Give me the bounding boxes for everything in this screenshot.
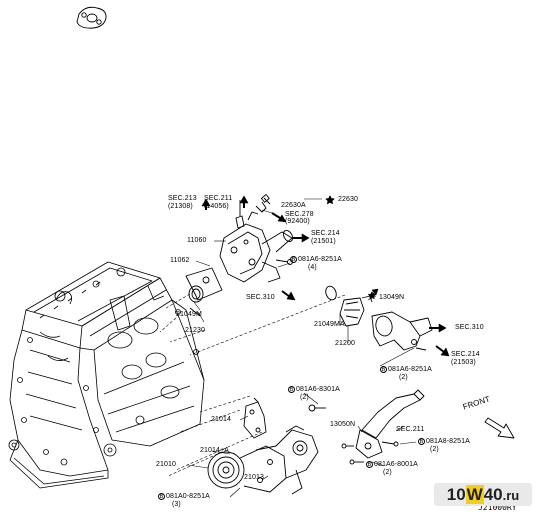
gasket-21014 xyxy=(243,397,267,439)
bolt-symbol-icon-6: B xyxy=(158,493,165,500)
label-bolt-2-number: 081A6-8251A xyxy=(388,366,432,373)
label-ref21308: (21308) xyxy=(168,203,193,210)
arrows xyxy=(201,195,450,357)
label-sec211-b: SEC.211 xyxy=(396,426,425,433)
label-bolt-4-number: 081A8-8251A xyxy=(426,438,470,445)
arrow-up-icon-2 xyxy=(239,195,249,204)
label-bolt-3-qty: (2) xyxy=(300,394,309,401)
star-icon xyxy=(325,195,335,205)
label-21014a: 21014+A xyxy=(200,447,229,454)
label-bolt-3-number: 081A6-8301A xyxy=(296,386,340,393)
watermark-part-2: W xyxy=(465,485,484,504)
drawing-code: J21000RY xyxy=(478,503,517,512)
label-bolt-5-number: 081A6-8001A xyxy=(374,461,418,468)
label-bolt-1-qty: (4) xyxy=(308,264,317,271)
label-21013: 21013 xyxy=(244,474,264,481)
label-bolt-1-number: 081A6-8251A xyxy=(298,256,342,263)
bolt-symbol-icon-4: B xyxy=(418,438,425,445)
watermark-logo: 10W40.ru xyxy=(434,483,532,506)
label-sec213: SEC.213 xyxy=(168,195,197,202)
label-bolt-4-qty: (2) xyxy=(430,446,439,453)
arrow-right-icon-3 xyxy=(438,323,447,333)
watermark-part-3: 40 xyxy=(483,485,503,504)
bolt-symbol-icon: B xyxy=(290,256,297,263)
label-21049ma: 21049MA xyxy=(314,321,345,328)
label-22630: 22630 xyxy=(338,196,358,203)
water-pipe xyxy=(341,389,425,465)
thermostat-gasket-21049m xyxy=(185,267,223,317)
label-11062: 11062 xyxy=(170,257,190,264)
arrow-down-icon xyxy=(286,291,296,301)
gasket-icon xyxy=(76,6,107,29)
bolt-symbol-icon-5: B xyxy=(366,461,373,468)
label-sec310-a: SEC.310 xyxy=(246,294,275,301)
thermostat-21200 xyxy=(325,285,373,327)
label-ref21503: (21503) xyxy=(451,359,476,366)
label-21230: 21230 xyxy=(185,327,205,334)
label-bolt-6-qty: (3) xyxy=(172,501,181,508)
label-13050n: 13050N xyxy=(330,421,356,428)
label-sec278: SEC.278 xyxy=(285,211,314,218)
bolt-symbol-icon-2: B xyxy=(380,366,387,373)
label-sec211-top: SEC.211 xyxy=(204,195,233,202)
label-22630a: 22630A xyxy=(281,202,306,209)
label-21014: 21014 xyxy=(211,416,231,423)
label-ref21501: (21501) xyxy=(311,238,336,245)
arrow-right-icon-4 xyxy=(440,347,450,357)
label-sec214-b: SEC.214 xyxy=(451,351,480,358)
label-sec214-a: SEC.214 xyxy=(311,230,340,237)
label-13049n: 13049N xyxy=(379,294,405,301)
bolt-21014 xyxy=(308,404,326,412)
arrow-right-icon-2 xyxy=(301,233,310,243)
label-bolt-6-number: 081A0-8251A xyxy=(166,493,210,500)
leader-lines xyxy=(159,293,346,477)
water-pump-21010 xyxy=(207,425,319,495)
label-ref14056: (14056) xyxy=(204,203,229,210)
label-11060: 11060 xyxy=(187,237,207,244)
label-21049m: 21049M xyxy=(176,311,202,318)
label-bolt-2-qty: (2) xyxy=(399,374,408,381)
label-21010: 21010 xyxy=(156,461,176,468)
arrow-up-icon xyxy=(201,198,211,207)
label-sec310-b: SEC.310 xyxy=(455,324,484,331)
water-outlet-11060 xyxy=(219,194,294,283)
label-21200: 21200 xyxy=(335,340,355,347)
bolt-symbol-icon-3: B xyxy=(288,386,295,393)
callout-lines xyxy=(187,198,417,498)
star-markers xyxy=(325,195,376,299)
engine-block xyxy=(8,261,205,489)
watermark-part-4: .ru xyxy=(502,488,520,503)
label-ref92400: (92400) xyxy=(285,218,310,225)
label-bolt-5-qty: (2) xyxy=(383,469,392,476)
star-icon-2 xyxy=(368,291,376,299)
front-arrow-icon xyxy=(484,417,515,439)
watermark-part-1: 10 xyxy=(446,485,466,504)
thermostat-housing xyxy=(371,311,433,351)
arrow-right-icon xyxy=(277,214,287,223)
